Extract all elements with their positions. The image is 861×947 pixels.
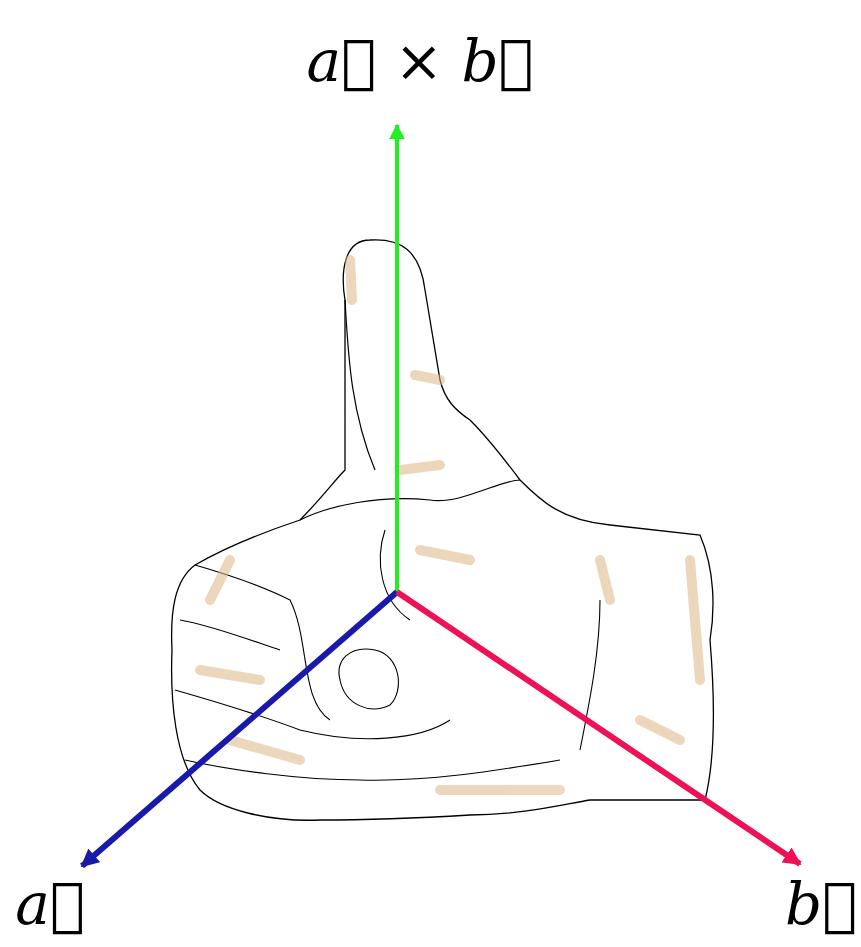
vector-b-axis <box>397 592 800 864</box>
vector-label: b⃗ <box>785 870 857 940</box>
cross-product-label: a⃗ × b⃗ <box>307 27 534 97</box>
cross-product-axis <box>395 125 399 592</box>
vector-label: a⃗ <box>15 870 84 940</box>
hand-drawing <box>172 240 714 820</box>
vector-a-axis <box>82 592 397 866</box>
